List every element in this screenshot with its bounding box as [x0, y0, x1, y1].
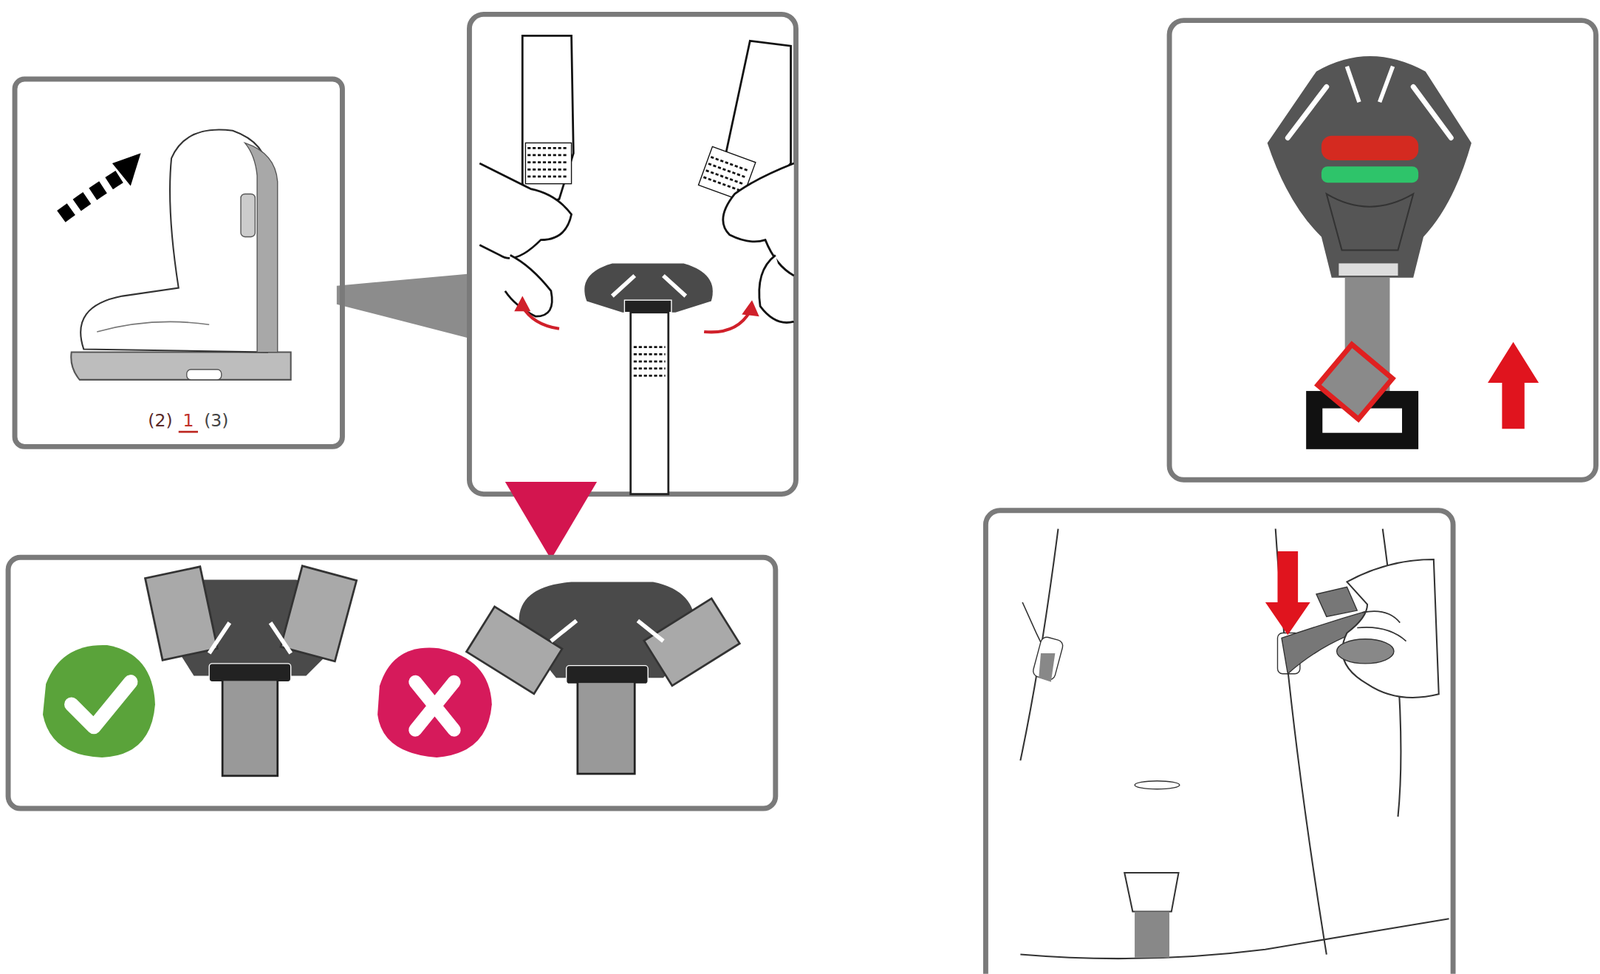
correct-incorrect-panel	[8, 556, 776, 809]
harness-tighten-panel	[985, 510, 1454, 974]
buckle-detail-panel	[469, 14, 796, 494]
zoom-wedge	[336, 273, 472, 339]
buckle-indicator-panel	[1169, 20, 1596, 481]
position-number: (3)	[203, 409, 229, 431]
car-seat-illustration	[20, 78, 337, 380]
seat-recline-panel: (2)1(3)	[12, 76, 345, 450]
position-number: 1	[178, 409, 198, 433]
recline-position-row: (2)1(3)	[147, 409, 229, 433]
position-number: (2)	[147, 409, 173, 431]
down-arrow	[505, 481, 597, 560]
